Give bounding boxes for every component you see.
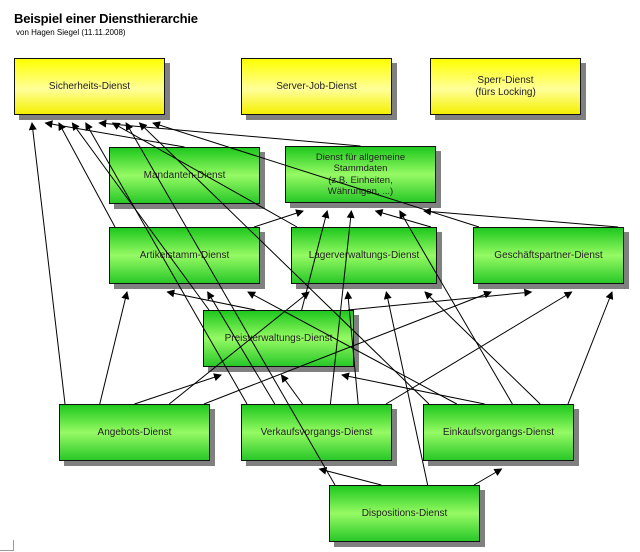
- node-sicherheits-dienst[interactable]: Sicherheits-Dienst: [14, 58, 165, 115]
- arrow-einkauf-to-lager: [424, 291, 541, 405]
- arrow-angebot-to-sicherheit: [28, 122, 66, 405]
- node-preisverwaltungs-dienst[interactable]: Preisverwaltungs-Dienst: [203, 310, 354, 367]
- node-verkaufsvorgangs-dienst[interactable]: Verkaufsvorgangs-Dienst: [241, 404, 392, 461]
- node-angebots-dienst[interactable]: Angebots-Dienst: [59, 404, 210, 461]
- arrow-artikel-to-stammdaten: [253, 209, 304, 228]
- node-einkaufsvorgangs-dienst[interactable]: Einkaufsvorgangs-Dienst: [423, 404, 574, 461]
- arrow-angebot-to-artikel: [99, 291, 130, 405]
- arrow-preis-to-partner: [347, 288, 533, 311]
- arrow-einkauf-to-partner: [567, 291, 614, 405]
- arrow-einkauf-to-preis: [341, 372, 485, 405]
- arrow-verkauf-to-preis: [280, 374, 304, 405]
- arrow-dispo-to-lager: [383, 291, 429, 486]
- arrow-preis-to-artikel: [166, 289, 256, 311]
- node-dispositions-dienst[interactable]: Dispositions-Dienst: [329, 485, 480, 542]
- node-mandanten-dienst[interactable]: Mandanten-Dienst: [109, 147, 260, 204]
- arrow-partner-to-stammdaten: [423, 207, 619, 228]
- node-lagerverwaltungs-dienst[interactable]: Lagerverwaltungs-Dienst: [291, 227, 437, 284]
- arrow-angebot-to-preis: [134, 373, 222, 405]
- arrow-lager-to-stammdaten: [374, 209, 432, 228]
- node-sperr-dienst[interactable]: Sperr-Dienst (fürs Locking): [430, 58, 581, 115]
- diagram-title: Beispiel einer Diensthierarchie: [14, 11, 198, 26]
- arrow-verkauf-to-partner: [385, 291, 573, 405]
- arrow-stammdaten-to-sicherheit: [98, 119, 361, 147]
- node-artikelstamm-dienst[interactable]: Artikelstamm-Dienst: [109, 227, 260, 284]
- arrow-dispo-to-verkauf: [318, 466, 382, 486]
- diagram-subtitle: von Hagen Siegel (11.11.2008): [16, 28, 126, 37]
- arrow-mandanten-to-sicherheit: [44, 120, 185, 148]
- arrow-dispo-to-einkauf: [473, 468, 503, 486]
- resize-corner-icon[interactable]: [0, 540, 14, 551]
- node-server-job-dienst[interactable]: Server-Job-Dienst: [241, 58, 392, 115]
- arrow-artikel-to-sicherheit: [58, 122, 116, 228]
- node-geschaeftspartner-dienst[interactable]: Geschäftspartner-Dienst: [473, 227, 624, 284]
- node-stammdaten-dienst[interactable]: Dienst für allgemeine Stammdaten (z.B. E…: [285, 146, 436, 203]
